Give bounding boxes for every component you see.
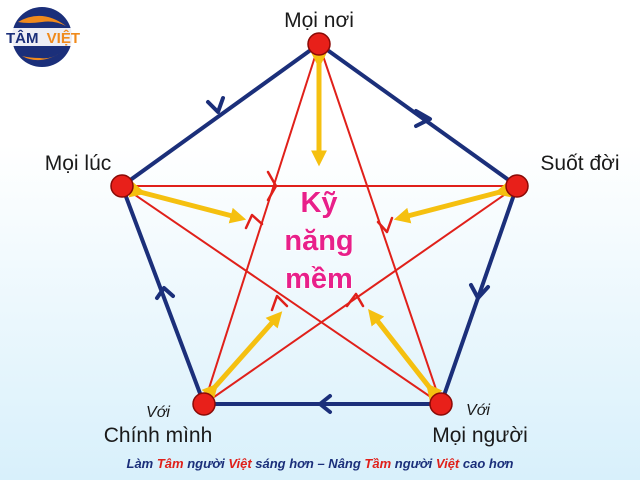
footer-seg-9: cao hơn bbox=[459, 456, 514, 471]
label-top: Mọi nơi bbox=[284, 9, 354, 32]
yellow-double-arrows bbox=[128, 52, 512, 401]
logo-text-tam: TÂM bbox=[6, 29, 39, 47]
footer-seg-2: Tâm bbox=[156, 456, 184, 471]
footer-seg-8: Việt bbox=[435, 456, 460, 471]
double-arrow-right bbox=[393, 181, 512, 224]
with-label-bottom-right: Với bbox=[466, 402, 490, 419]
logo-globe-swoosh bbox=[18, 15, 66, 61]
center-text-line-1: Kỹ bbox=[300, 187, 337, 219]
star-arrow-4 bbox=[345, 292, 365, 308]
logo-text-viet: VIỆT bbox=[47, 29, 80, 47]
double-arrow-left bbox=[128, 181, 247, 224]
footer-seg-4: Việt bbox=[228, 456, 252, 471]
node-left bbox=[110, 174, 134, 198]
footer-seg-7: người bbox=[391, 456, 436, 471]
logo-text-band bbox=[4, 28, 82, 46]
label-bottom-left: Chính mình bbox=[104, 424, 213, 447]
double-arrow-bottomright bbox=[368, 308, 443, 401]
label-bottom-right: Mọi người bbox=[432, 424, 528, 447]
svg-text:TÂM VIỆT: TÂM VIỆT bbox=[6, 29, 80, 47]
star-arrow-2 bbox=[376, 216, 394, 234]
node-bottom-left bbox=[192, 392, 216, 416]
center-title: Kỹ năng mềm bbox=[284, 186, 354, 295]
star-arrow-1 bbox=[266, 170, 278, 202]
pentagon-direction-arrows bbox=[155, 96, 490, 414]
node-right bbox=[505, 174, 529, 198]
footer-slogan: Làm Tâm người Việt sáng hơn – Nâng Tầm n… bbox=[0, 456, 640, 471]
footer-seg-3: người bbox=[183, 456, 229, 471]
center-text-line-3: mềm bbox=[285, 263, 353, 295]
footer-seg-1: Làm bbox=[126, 456, 157, 471]
node-bottom-right bbox=[429, 392, 453, 416]
double-arrow-bottomleft bbox=[201, 311, 283, 401]
footer-seg-6: Tầm bbox=[364, 456, 392, 471]
arrow-left-to-top bbox=[206, 96, 225, 114]
arrow-top-to-right bbox=[414, 109, 432, 128]
star-direction-arrows bbox=[244, 170, 394, 312]
star-arrow-5 bbox=[244, 213, 264, 230]
node-top bbox=[307, 32, 331, 56]
diagram-nodes bbox=[110, 32, 529, 416]
arrow-bottomright-to-bottomleft bbox=[318, 394, 332, 414]
with-label-bottom-left: Với bbox=[146, 404, 170, 421]
footer-seg-5: sáng hơn – Nâng bbox=[251, 456, 365, 471]
arrow-right-to-bottomright bbox=[469, 283, 490, 300]
tam-viet-logo: TÂM VIỆT bbox=[4, 7, 82, 67]
arrow-bottomleft-to-left bbox=[155, 286, 175, 300]
label-left: Mọi lúc bbox=[45, 152, 112, 175]
center-text-line-2: năng bbox=[284, 225, 353, 257]
star-arrow-3 bbox=[270, 294, 289, 312]
label-right: Suốt đời bbox=[540, 152, 619, 175]
